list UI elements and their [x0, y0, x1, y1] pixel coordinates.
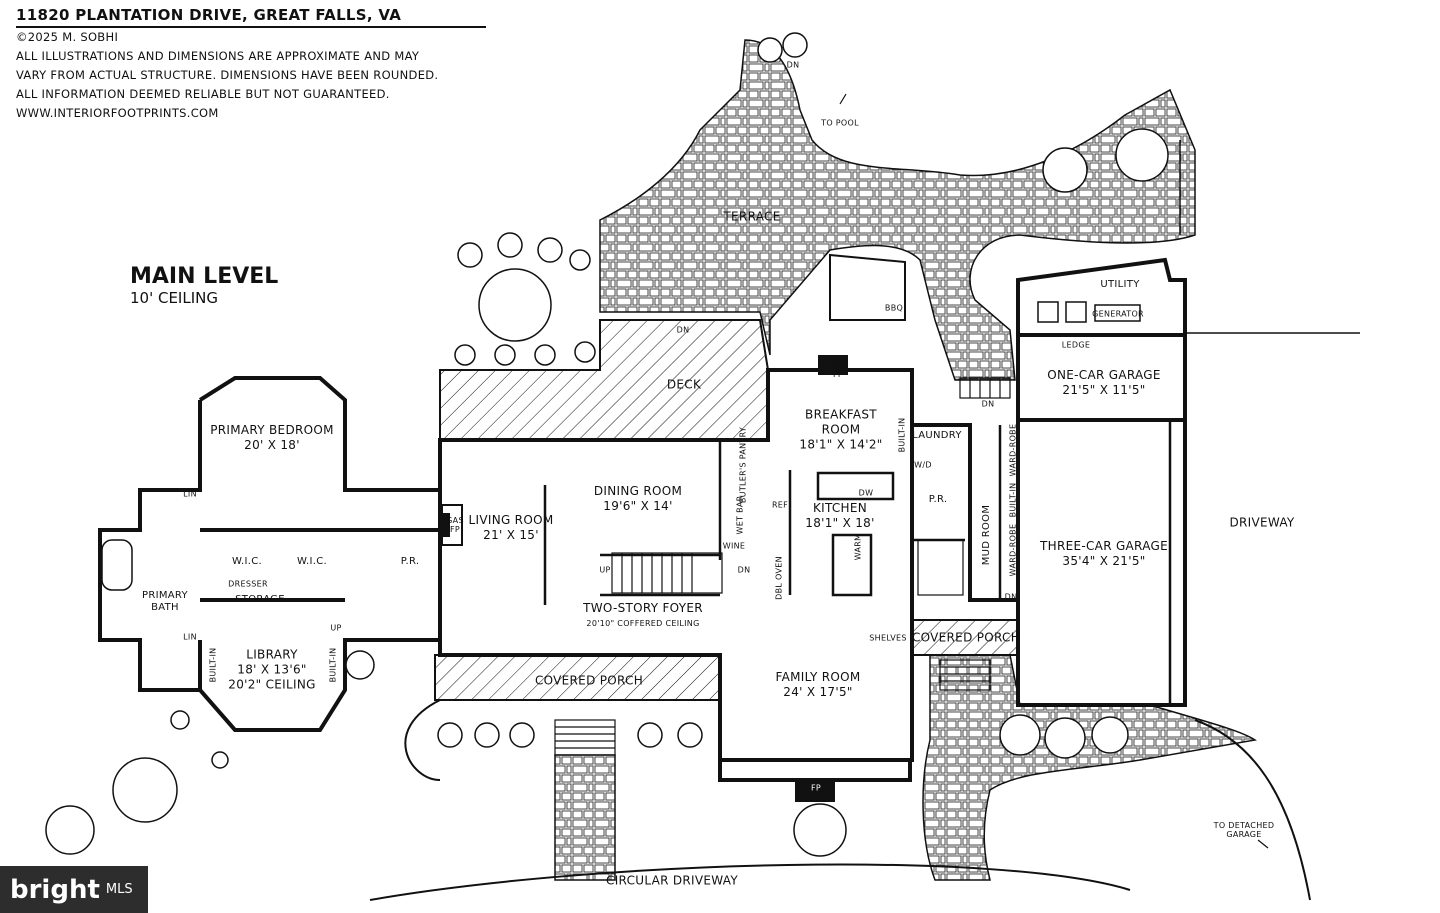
label-deck: DECK — [666, 377, 702, 392]
copyright: ©2025 M. SOBHI — [16, 30, 119, 44]
label-covered-porch-side: COVERED PORCH — [911, 630, 1021, 645]
label-powder-room-2: P.R. — [928, 494, 948, 505]
label-dn-top: DN — [786, 60, 800, 70]
property-address: 11820 PLANTATION DRIVE, GREAT FALLS, VA — [16, 6, 486, 28]
label-covered-porch-front: COVERED PORCH — [534, 673, 644, 688]
label-dn-mud: DN — [1004, 592, 1018, 602]
label-wet-bar: WET BAR — [735, 495, 745, 535]
label-dn-deck: DN — [676, 325, 690, 335]
label-built-in-library-1: BUILT-IN — [208, 647, 218, 683]
label-powder-room-1: P.R. — [400, 556, 420, 567]
label-dw: DW — [858, 488, 874, 498]
label-butlers-pantry: BUTLER'S PANTRY — [738, 426, 748, 504]
label-dn-foyer: DN — [737, 565, 751, 575]
label-up-foyer: UP — [599, 565, 611, 575]
level-title: MAIN LEVEL 10' CEILING — [130, 264, 278, 307]
label-wic-2: W.I.C. — [296, 556, 328, 567]
label-wic-1: W.I.C. — [231, 556, 263, 567]
label-up-library: UP — [330, 623, 342, 633]
label-terrace: TERRACE — [723, 209, 781, 224]
disclaimer-line-3: ALL INFORMATION DEEMED RELIABLE BUT NOT … — [16, 87, 390, 101]
website: WWW.INTERIORFOOTPRINTS.COM — [16, 106, 219, 120]
level-name: MAIN LEVEL — [130, 264, 279, 289]
disclaimer-line-2: VARY FROM ACTUAL STRUCTURE. DIMENSIONS H… — [16, 68, 439, 82]
plan-header: 11820 PLANTATION DRIVE, GREAT FALLS, VA … — [16, 6, 496, 123]
entry-walkway — [554, 754, 616, 881]
label-ref: REF — [771, 500, 789, 510]
level-ceiling: 10' CEILING — [130, 289, 218, 307]
deck-area — [439, 319, 769, 441]
label-circular-driveway: CIRCULAR DRIVEWAY — [606, 873, 738, 888]
label-ledge: LEDGE — [1061, 340, 1091, 350]
label-generator: GENERATOR — [1092, 309, 1144, 319]
front-walkway — [922, 654, 1257, 881]
label-ward-robe-2: WARD-ROBE — [1008, 523, 1018, 577]
label-lin-1: LIN — [183, 489, 197, 499]
label-warm: WARM — [853, 533, 863, 561]
label-driveway: DRIVEWAY — [1229, 515, 1295, 530]
label-bbq: BBQ — [884, 303, 904, 313]
label-dn-garage: DN — [981, 399, 995, 409]
label-lin-2: LIN — [183, 632, 197, 642]
label-built-in-library-2: BUILT-IN — [328, 647, 338, 683]
label-shelves: SHELVES — [869, 633, 907, 643]
label-mud-room: MUD ROOM — [981, 504, 992, 566]
disclaimer-line-1: ALL ILLUSTRATIONS AND DIMENSIONS ARE APP… — [16, 49, 420, 63]
label-ward-robe-1: WARD-ROBE — [1008, 423, 1018, 477]
label-wd: W/D — [914, 460, 932, 470]
label-to-pool: TO POOL — [821, 118, 859, 128]
label-storage: STORAGE — [235, 594, 285, 605]
label-built-in-mud: BUILT-IN — [1008, 482, 1018, 518]
label-built-in-breakfast: BUILT-IN — [897, 417, 907, 453]
fireplace-family — [795, 782, 835, 802]
label-laundry: LAUNDRY — [912, 430, 962, 441]
label-wine: WINE — [722, 541, 746, 551]
label-dresser: DRESSER — [228, 579, 268, 589]
label-utility: UTILITY — [1100, 279, 1140, 290]
label-dbl-oven: DBL OVEN — [774, 556, 784, 600]
terrace-area — [599, 39, 1196, 381]
fireplace-breakfast — [818, 355, 848, 375]
label-fp-family: FP — [810, 783, 822, 793]
